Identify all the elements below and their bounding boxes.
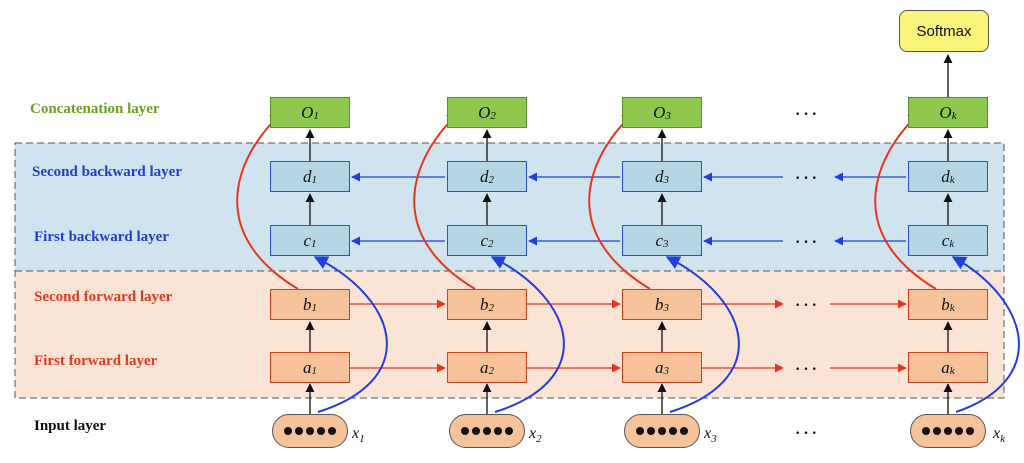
- forward-skip-curves: [236, 111, 937, 290]
- input-node-2: [449, 414, 525, 448]
- input-label-3: x3: [704, 425, 717, 446]
- second-backward-layer-label: Second backward layer: [32, 164, 182, 180]
- input-layer-label: Input layer: [34, 418, 107, 434]
- input-node-k: [910, 414, 986, 448]
- ellipsis-concat: ···: [794, 101, 819, 126]
- forward-arrows: [350, 299, 907, 373]
- ellipsis-first-backward: ···: [794, 229, 819, 254]
- backward-arrows: [351, 172, 906, 246]
- input-label-1: x1: [352, 425, 365, 446]
- second-forward-layer-label: Second forward layer: [34, 289, 173, 305]
- input-node-3: [624, 414, 700, 448]
- softmax-node: Softmax: [899, 10, 989, 52]
- input-label-k: xk: [993, 425, 1005, 446]
- input-node-1: [272, 414, 348, 448]
- first-forward-layer-label: First forward layer: [34, 353, 158, 369]
- backward-skip-curves: [313, 256, 1020, 413]
- input-label-2: x2: [529, 425, 542, 446]
- ellipsis-first-forward: ···: [794, 356, 819, 381]
- first-backward-layer-label: First backward layer: [34, 229, 169, 245]
- ellipsis-second-backward: ···: [794, 165, 819, 190]
- ellipsis-input: ···: [794, 420, 819, 445]
- ellipsis-second-forward: ···: [794, 292, 819, 317]
- concatenation-layer-label: Concatenation layer: [30, 101, 160, 117]
